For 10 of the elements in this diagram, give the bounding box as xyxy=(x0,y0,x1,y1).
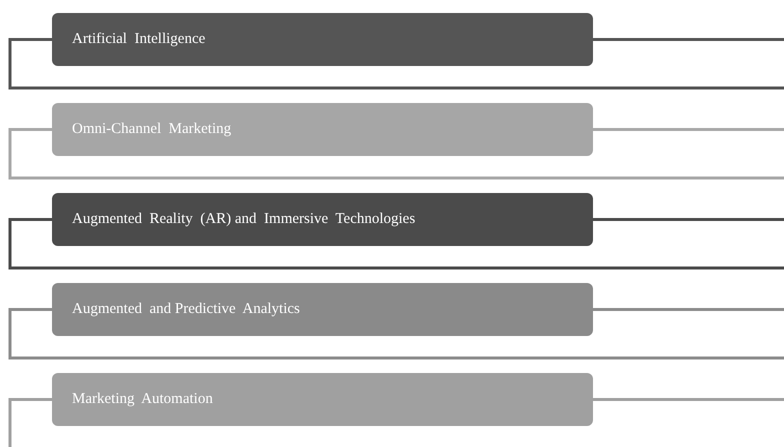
topic-box xyxy=(52,283,593,336)
topic-label: Augmented and Predictive Analytics xyxy=(72,301,300,318)
topic-box xyxy=(52,103,593,156)
topic-box xyxy=(52,193,593,246)
topic-label: Omni-Channel Marketing xyxy=(72,121,232,138)
topic-box xyxy=(52,13,593,66)
topic-label: Artificial Intelligence xyxy=(72,31,206,48)
topic-box xyxy=(52,373,593,426)
topic-label: Marketing Automation xyxy=(72,391,213,408)
topic-label: Augmented Reality (AR) and Immersive Technologies xyxy=(72,211,416,228)
